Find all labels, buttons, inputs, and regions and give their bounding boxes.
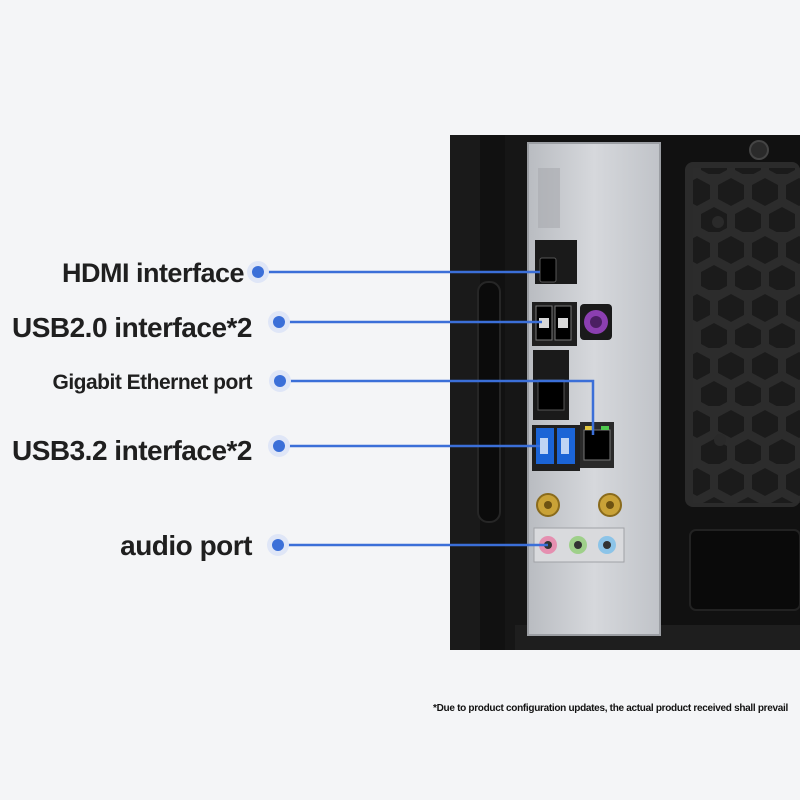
usb-port-icon: [532, 425, 580, 471]
callout-lines: [258, 270, 595, 547]
ps2-port-icon: [580, 304, 612, 340]
audio-jack-icon: [533, 527, 625, 563]
hdmi-port-icon: [535, 240, 577, 284]
footnote: *Due to product configuration updates, t…: [433, 703, 788, 714]
callout-label-usb32: USB3.2 interface*2: [11, 435, 253, 466]
callout-label-usb20: USB2.0 interface*2: [11, 312, 253, 343]
callout-label-audio: audio port: [120, 530, 252, 561]
callout-line-eth: [280, 379, 595, 435]
vent-grille: [685, 162, 800, 507]
ethernet-port-icon: [580, 422, 614, 468]
screw-top: [749, 140, 769, 160]
usb-port-icon: [532, 302, 577, 346]
antenna-connector-icon: [536, 493, 622, 517]
callout-label-ethernet: Gigabit Ethernet port: [52, 371, 253, 394]
callout-markers: [247, 261, 291, 556]
callout-label-hdmi: HDMI interface: [61, 258, 245, 288]
